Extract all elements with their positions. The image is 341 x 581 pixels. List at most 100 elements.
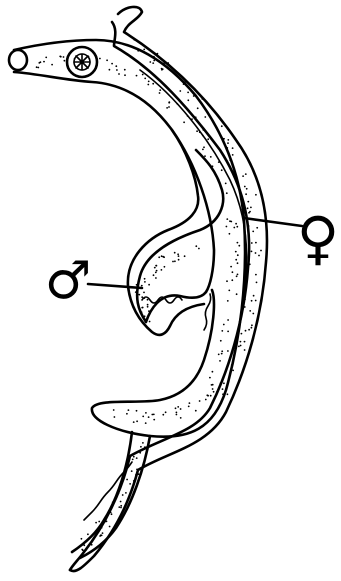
stipple-dot — [236, 343, 238, 345]
stipple-dot — [149, 321, 151, 323]
stipple-dot — [161, 255, 163, 257]
stipple-dot — [157, 53, 159, 55]
stipple-dot — [198, 248, 200, 250]
stipple-dot — [88, 56, 90, 58]
stipple-dot — [209, 377, 211, 379]
stipple-dot — [241, 333, 243, 335]
stipple-dot — [231, 279, 233, 281]
stipple-dot — [147, 84, 149, 86]
stipple-dot — [118, 506, 120, 508]
stipple-dot — [252, 313, 254, 315]
stipple-dot — [137, 50, 139, 52]
stipple-dot — [256, 227, 258, 229]
stipple-dot — [202, 135, 204, 137]
stipple-dot — [221, 330, 223, 332]
stipple-dot — [141, 285, 143, 287]
stipple-dot — [247, 201, 249, 203]
stipple-dot — [232, 147, 234, 149]
stipple-dot — [255, 252, 257, 254]
stipple-dot — [143, 297, 145, 299]
male-leader-line — [88, 284, 142, 288]
stipple-dot — [202, 149, 204, 151]
stipple-dot — [163, 62, 165, 64]
stipple-dot — [227, 139, 229, 141]
stipple-dot — [165, 411, 167, 413]
stipple-dot — [170, 67, 172, 69]
stipple-dot — [255, 274, 257, 276]
stipple-dot — [202, 129, 204, 131]
stipple-dot — [101, 535, 103, 537]
stipple-dot — [227, 142, 229, 144]
stipple-dot — [133, 456, 135, 458]
stipple-dot — [87, 533, 89, 535]
stipple-dot — [248, 225, 250, 227]
stipple-dot — [225, 183, 227, 185]
stipple-dot — [195, 245, 197, 247]
stipple-dot — [106, 59, 108, 61]
stipple-dot — [118, 493, 120, 495]
stipple-dot — [124, 74, 126, 76]
stipple-dot — [162, 68, 164, 70]
stipple-dot — [242, 175, 244, 177]
stipple-dot — [229, 159, 231, 161]
stipple-dot — [226, 147, 228, 149]
female-leader-line — [244, 218, 302, 226]
stipple-dot — [218, 179, 220, 181]
stipple-dot — [144, 315, 146, 317]
stipple-dot — [140, 446, 142, 448]
stipple-dot — [64, 60, 66, 62]
stipple-dot — [144, 281, 146, 283]
female-symbol: ♀ — [297, 204, 339, 272]
stipple-dot — [166, 107, 168, 109]
stipple-dot — [67, 56, 69, 58]
stipple-dot — [111, 63, 113, 65]
stipple-dot — [153, 419, 155, 421]
stipple-dot — [132, 459, 134, 461]
stipple-dot — [142, 442, 144, 444]
stipple-dot — [223, 382, 225, 384]
stipple-dot — [174, 260, 176, 262]
stipple-dot — [74, 58, 76, 60]
stipple-dot — [222, 138, 224, 140]
stipple-dot — [176, 412, 178, 414]
stipple-dot — [252, 231, 254, 233]
stipple-dot — [244, 186, 246, 188]
stipple-dot — [211, 384, 213, 386]
stipple-dot — [212, 388, 214, 390]
stipple-dot — [129, 483, 131, 485]
stipple-dot — [218, 354, 220, 356]
stipple-dot — [187, 115, 189, 117]
stipple-dot — [251, 324, 253, 326]
stipple-dot — [229, 233, 231, 235]
stipple-dot — [101, 527, 103, 529]
stipple-dot — [223, 324, 225, 326]
stipple-dot — [116, 69, 118, 71]
stipple-dot — [222, 388, 224, 390]
stipple-dot — [256, 282, 258, 284]
stipple-dot — [120, 505, 122, 507]
stipple-dot — [136, 469, 138, 471]
stipple-dot — [155, 277, 157, 279]
stipple-dot — [183, 83, 185, 85]
stipple-dot — [43, 61, 45, 63]
stipple-dot — [176, 103, 178, 105]
stipple-dot — [245, 193, 247, 195]
stipple-dot — [144, 78, 146, 80]
stipple-dot — [177, 406, 179, 408]
stipple-dot — [213, 391, 215, 393]
stipple-dot — [118, 73, 120, 75]
stipple-dot — [145, 412, 147, 414]
stipple-dot — [88, 58, 90, 60]
stipple-dot — [109, 526, 111, 528]
stipple-dot — [191, 90, 193, 92]
stipple-dot — [98, 521, 100, 523]
stipple-dot — [233, 227, 235, 229]
stipple-dot — [126, 479, 128, 481]
stipple-dot — [255, 194, 257, 196]
stipple-dot — [246, 188, 248, 190]
stipple-dot — [168, 102, 170, 104]
stipple-dot — [109, 69, 111, 71]
stipple-dot — [125, 492, 127, 494]
stipple-dot — [122, 494, 124, 496]
